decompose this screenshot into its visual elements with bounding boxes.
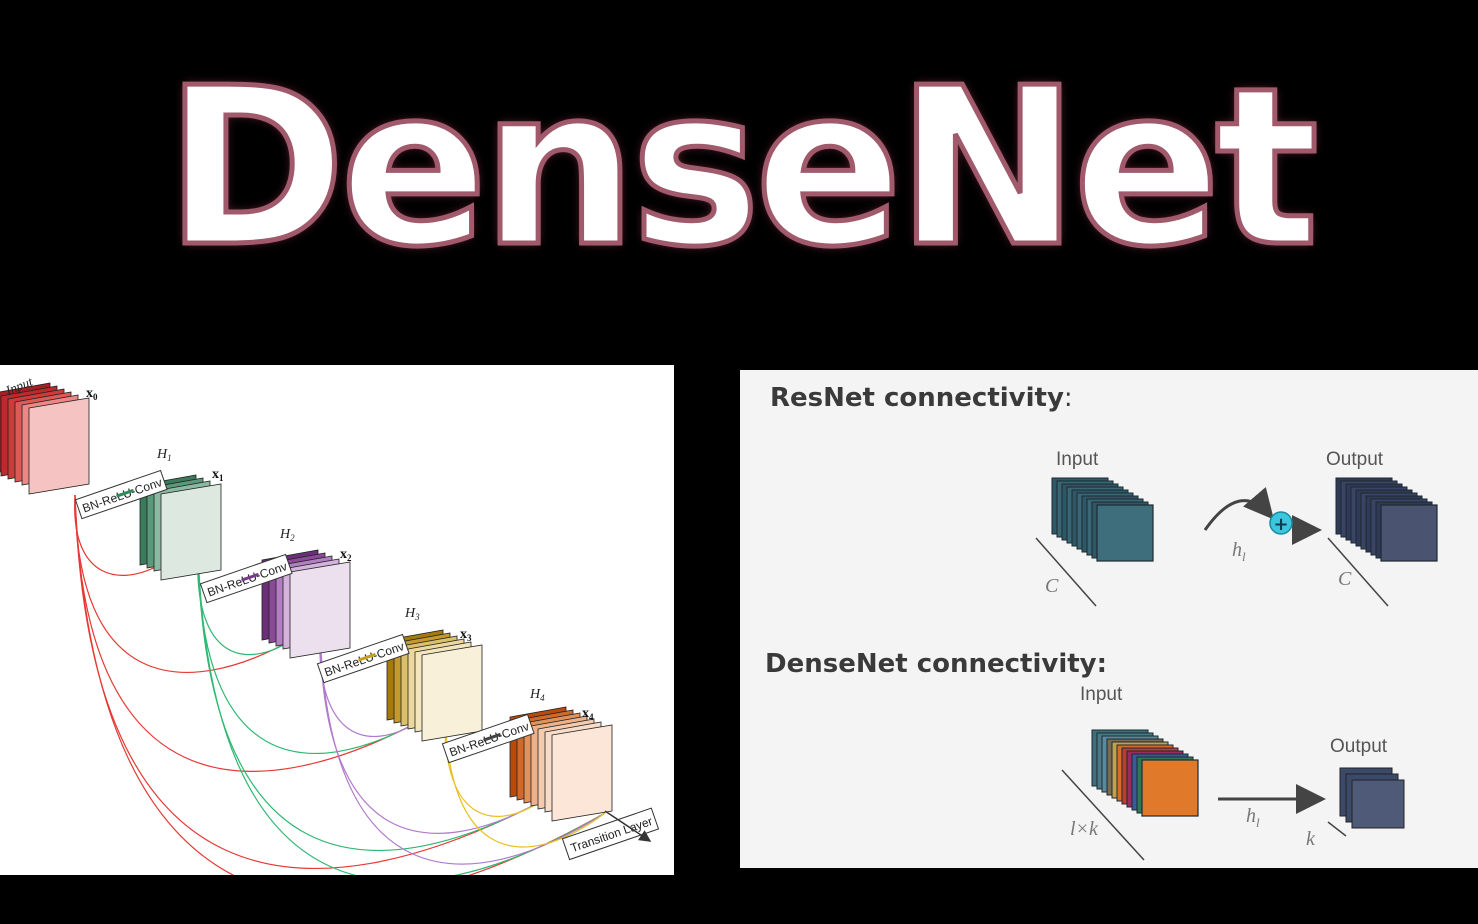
x-label-4: x4 — [582, 706, 594, 722]
add-icon — [1269, 511, 1293, 535]
x-label-1: x1 — [212, 467, 224, 483]
resnet-input-tensor — [1051, 477, 1154, 562]
channel-front — [1380, 504, 1438, 562]
densenet-input-label: Input — [1080, 684, 1123, 705]
layer-stack-4 — [509, 706, 613, 822]
dense-connection — [74, 494, 606, 875]
channel-front — [1096, 504, 1154, 562]
channel-front — [1141, 759, 1199, 817]
densenet-input-tensor — [1091, 729, 1199, 817]
resnet-input-label: Input — [1056, 449, 1099, 470]
densenet-heading: DenseNet connectivity: — [765, 649, 1107, 679]
resnet-heading: ResNet connectivity: — [770, 383, 1073, 413]
feature-map-front — [421, 644, 483, 742]
dense-connection — [74, 494, 419, 772]
resnet-c-left: C — [1045, 575, 1059, 597]
resnet-c-dimension-left — [1035, 537, 1097, 607]
h-label-1: H1 — [156, 447, 172, 463]
densenet-output-label: Output — [1330, 736, 1388, 757]
h-label-3: H3 — [404, 606, 420, 622]
resnet-h-label: hl — [1232, 539, 1246, 564]
h-label-4: H4 — [529, 687, 545, 703]
page-title: DenseNet — [162, 42, 1321, 295]
feature-map-front — [551, 724, 613, 822]
resnet-output-tensor — [1335, 477, 1438, 562]
h-label-2: H2 — [279, 527, 295, 543]
connectivity-panel: ResNet connectivity: DenseNet connectivi… — [740, 370, 1478, 868]
resnet-c-dimension-right — [1327, 537, 1389, 607]
x-label-0: x0 — [86, 386, 98, 402]
densenet-output-tensor — [1339, 767, 1405, 829]
layer-stack-1 — [139, 474, 222, 581]
layer-stack-3 — [386, 629, 483, 742]
densenet-h-label: hl — [1246, 805, 1260, 830]
resnet-c-right: C — [1338, 568, 1352, 590]
feature-map-front — [160, 483, 222, 581]
plus-sign: + — [1273, 514, 1288, 535]
densenet-k-dimension — [1327, 821, 1347, 837]
dense-connection — [74, 494, 293, 674]
x-label-2: x2 — [340, 547, 352, 563]
skip-arc-arrow — [1203, 487, 1274, 531]
densenet-lk-dimension — [1061, 769, 1145, 861]
layer-stack-2 — [261, 549, 351, 659]
layer-stack-0 — [0, 382, 90, 495]
dense-connection — [319, 626, 541, 834]
densenet-k: k — [1306, 828, 1316, 850]
x-label-3: x3 — [460, 627, 472, 643]
resnet-output-label: Output — [1326, 449, 1384, 470]
feature-map-front — [28, 397, 90, 495]
densenet-lk: l×k — [1070, 818, 1099, 840]
dense-connection — [197, 549, 606, 875]
feature-map-front — [289, 561, 351, 659]
